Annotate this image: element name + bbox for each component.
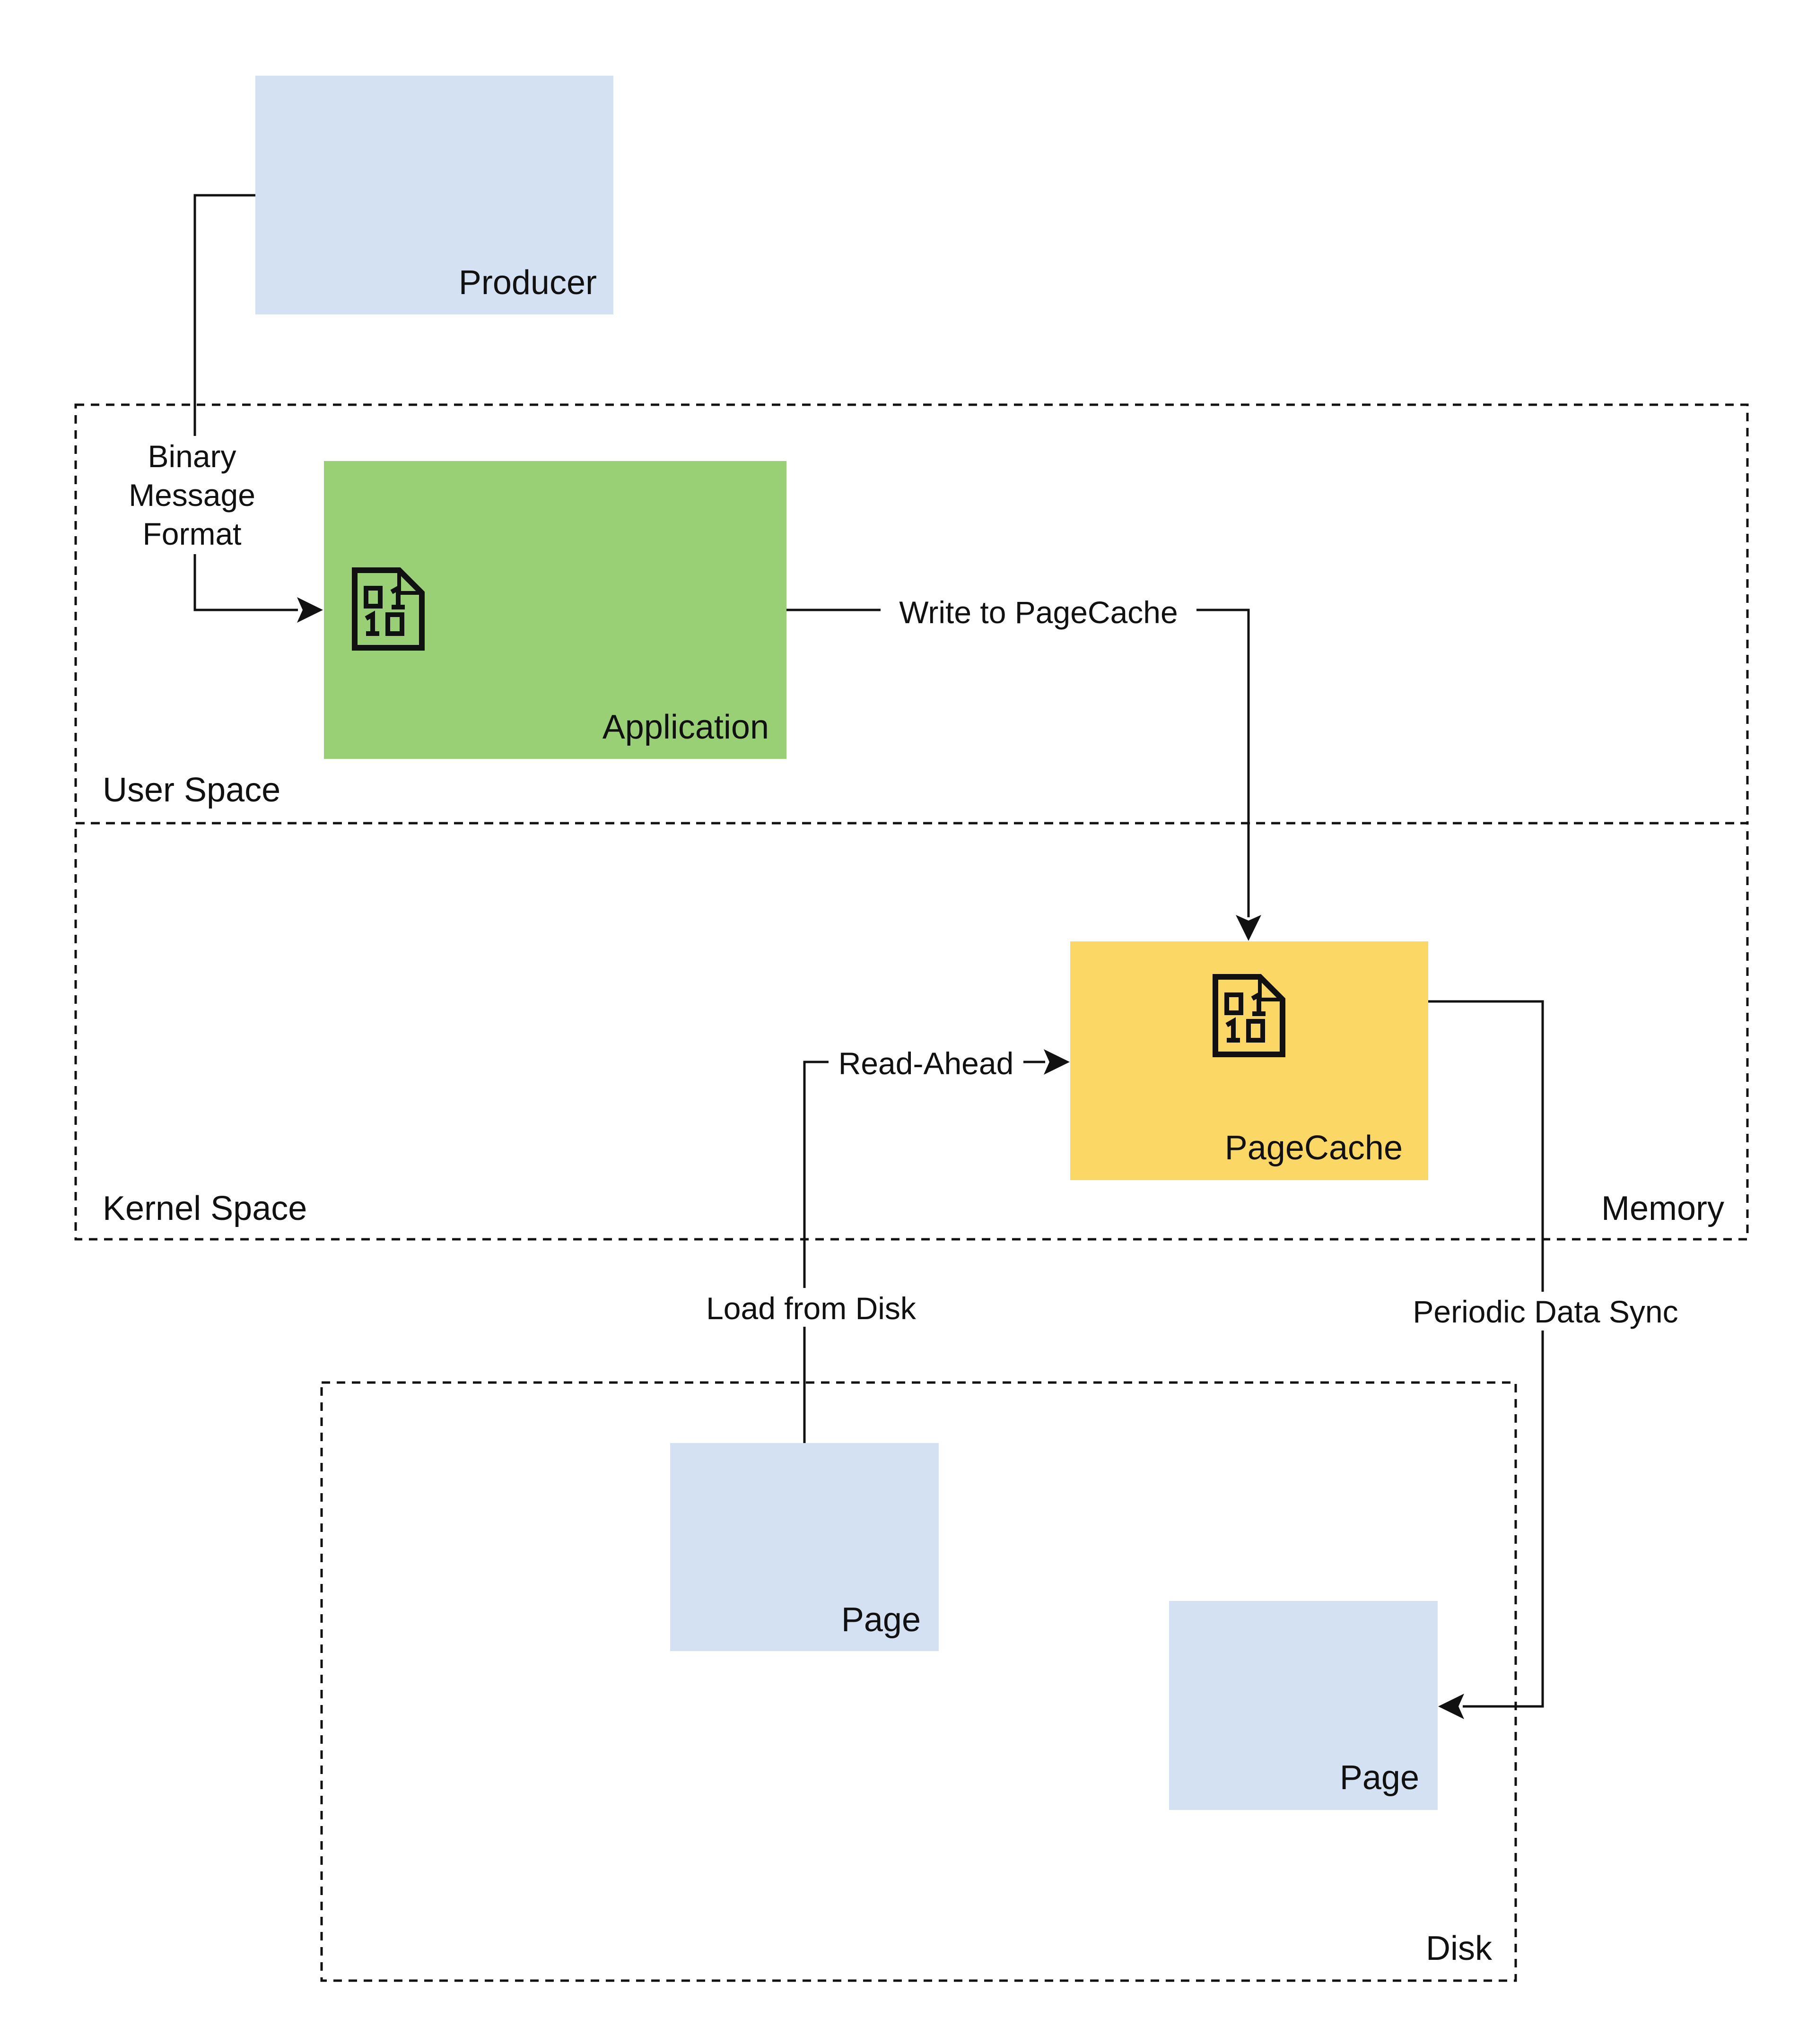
arrowhead	[1044, 1049, 1070, 1075]
edge-read-line	[803, 1061, 1045, 1443]
arrowhead	[1236, 915, 1261, 941]
user-space-label: User Space	[103, 771, 280, 809]
application-label: Application	[602, 708, 769, 746]
page-a-node[interactable]: Page	[670, 1443, 939, 1651]
edge-periodic-data-sync: Periodic Data Sync	[1400, 1000, 1688, 1719]
edge-label-mask	[829, 1042, 1023, 1082]
page-b-box	[1169, 1601, 1438, 1810]
producer-node[interactable]: Producer	[255, 76, 613, 314]
pagecache-label: PageCache	[1225, 1129, 1403, 1167]
periodic-sync-label: Periodic Data Sync	[1413, 1294, 1678, 1329]
arrowhead	[297, 597, 323, 623]
kernel-space-zone	[74, 822, 1749, 1241]
edge-label-mask	[881, 591, 1196, 630]
load-from-disk-label: Load from Disk	[706, 1291, 917, 1326]
kernel-space-label: Kernel Space	[103, 1190, 307, 1227]
edge-label-mask	[695, 1288, 927, 1327]
application-box	[324, 461, 786, 759]
memory-label: Memory	[1601, 1190, 1724, 1227]
producer-box	[255, 76, 613, 314]
edge-sync-line	[1428, 1000, 1544, 1708]
application-node[interactable]: Application	[324, 461, 786, 759]
page-a-label: Page	[841, 1601, 921, 1639]
edge-label-mask	[1400, 1292, 1688, 1331]
pagecache-box	[1070, 941, 1428, 1180]
edge-binary-line	[193, 194, 298, 611]
disk-zone	[320, 1381, 1517, 1982]
pagecache-node[interactable]: PageCache	[1070, 941, 1428, 1180]
page-a-box	[670, 1443, 939, 1651]
arrowhead	[1438, 1694, 1464, 1719]
edge-write-line	[786, 609, 1250, 917]
page-b-label: Page	[1340, 1759, 1419, 1797]
edge-label-mask	[118, 436, 265, 554]
write-label: Write to PageCache	[899, 595, 1178, 630]
edge-binary-message-format: Binary Message Format	[118, 194, 323, 623]
disk-label: Disk	[1426, 1930, 1493, 1967]
binary-label-line1: Binary	[148, 439, 236, 474]
edge-write-to-pagecache: Write to PageCache	[786, 591, 1261, 941]
binary-label-line3: Format	[142, 516, 241, 551]
producer-label: Producer	[459, 264, 597, 302]
read-ahead-label: Read-Ahead	[838, 1046, 1014, 1081]
edge-read-ahead: Read-Ahead Load from Disk	[695, 1042, 1070, 1443]
page-b-node[interactable]: Page	[1169, 1601, 1438, 1810]
binary-label-line2: Message	[129, 478, 255, 513]
